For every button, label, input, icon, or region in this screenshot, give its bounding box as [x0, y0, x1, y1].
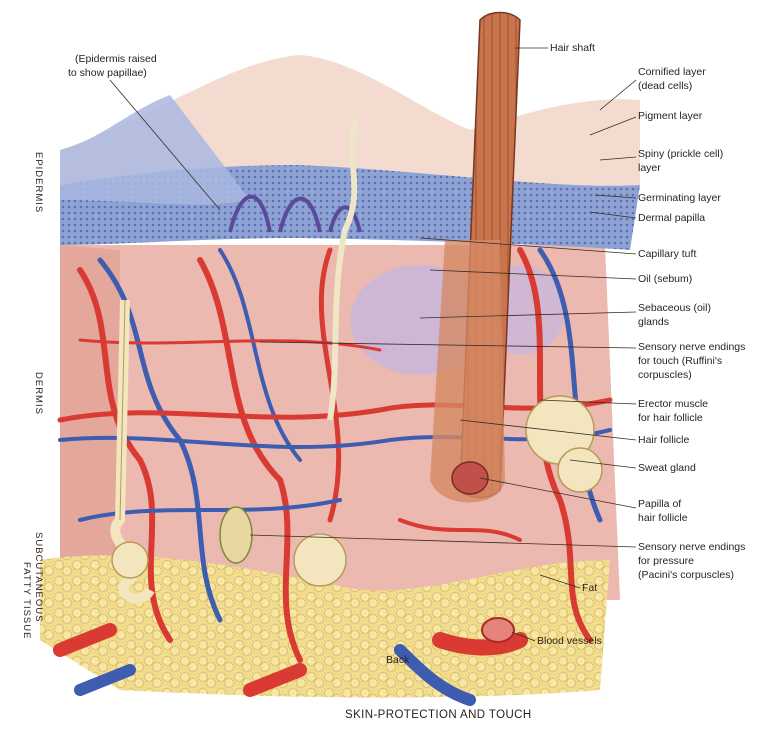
label-blood-vessels: Blood vessels: [537, 635, 602, 648]
region-label-subcutaneous: SUBCUTANEOUS: [33, 532, 44, 622]
label-erector-line1: Erector muscle: [638, 398, 708, 411]
label-cornified-line1: Cornified layer: [638, 66, 706, 79]
diagram-title: SKIN-PROTECTION AND TOUCH: [345, 709, 532, 721]
label-epidermis-raised-line1: (Epidermis raised: [75, 53, 157, 66]
label-erector-line2: for hair follicle: [638, 412, 703, 425]
label-cornified-line2: (dead cells): [638, 80, 692, 93]
label-spiny-line2: layer: [638, 162, 661, 175]
region-label-fatty-tissue: FATTY TISSUE: [21, 562, 32, 639]
label-pigment-layer: Pigment layer: [638, 110, 702, 123]
label-capillary-tuft: Capillary tuft: [638, 248, 696, 261]
label-oil-sebum: Oil (sebum): [638, 273, 692, 286]
label-pacini-line2: for pressure: [638, 555, 694, 568]
region-label-dermis: DERMIS: [33, 372, 44, 415]
label-pacini-line1: Sensory nerve endings: [638, 541, 745, 554]
label-sweat-gland: Sweat gland: [638, 462, 696, 475]
label-fat: Fat: [582, 582, 597, 595]
label-hair-shaft: Hair shaft: [550, 42, 595, 55]
hair-papilla: [452, 462, 488, 494]
label-sebaceous-line2: glands: [638, 316, 669, 329]
label-pacini-line3: (Pacini's corpuscles): [638, 569, 734, 582]
label-ruffini-line2: for touch (Ruffini's: [638, 355, 722, 368]
label-papilla-line2: hair follicle: [638, 512, 688, 525]
label-sebaceous-line1: Sebaceous (oil): [638, 302, 711, 315]
label-ruffini-line3: corpuscles): [638, 369, 692, 382]
label-spiny-line1: Spiny (prickle cell): [638, 148, 723, 161]
label-back: Back: [386, 654, 409, 667]
label-epidermis-raised-line2: to show papillae): [68, 67, 147, 80]
label-dermal-papilla: Dermal papilla: [638, 212, 705, 225]
region-label-epidermis: EPIDERMIS: [33, 152, 44, 213]
label-papilla-line1: Papilla of: [638, 498, 681, 511]
label-hair-follicle: Hair follicle: [638, 434, 689, 447]
label-ruffini-line1: Sensory nerve endings: [638, 341, 745, 354]
label-germinating-layer: Germinating layer: [638, 192, 721, 205]
